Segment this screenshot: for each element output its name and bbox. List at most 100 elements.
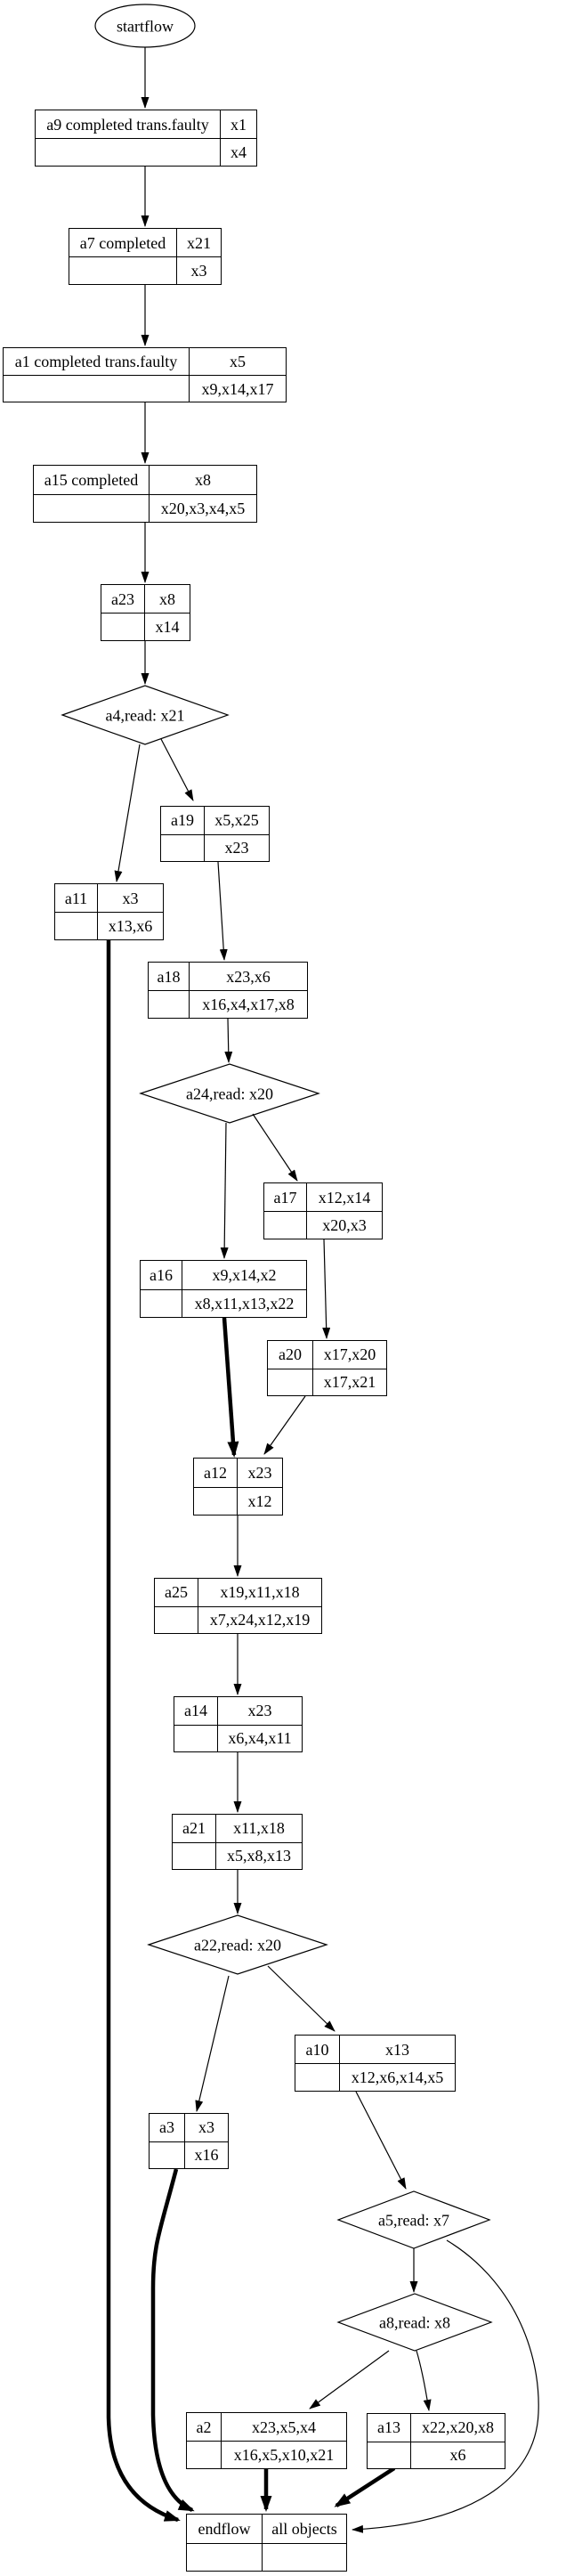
edge-a5-endflow [352, 2239, 539, 2533]
node-writes: x5,x8,x13 [215, 1841, 302, 1869]
node-a9: a9 completed trans.faulty x1 x4 [35, 110, 257, 167]
node-empty-cell [264, 1211, 306, 1239]
node-label: a23 [111, 589, 134, 608]
node-writes: x3 [176, 256, 221, 284]
node-empty-cell [187, 2441, 221, 2468]
edge-a13-endflow [334, 2466, 396, 2507]
edge-a11-endflow [106, 940, 181, 2523]
node-empty-cell [34, 493, 149, 523]
node-empty-cell [69, 256, 176, 284]
node-a16: a16 x9,x14,x2 x8,x11,x13,x22 [140, 1260, 307, 1318]
node-a15: a15 completed x8 x20,x3,x4,x5 [33, 465, 257, 523]
decision-a8-shape [336, 2293, 493, 2352]
node-reads: x17,x20 [312, 1341, 386, 1369]
node-label: a25 [165, 1583, 188, 1602]
node-writes: x20,x3,x4,x5 [149, 493, 256, 522]
node-empty-cell [174, 1724, 217, 1752]
node-writes: x12 [237, 1486, 282, 1515]
node-label: a13 [377, 2418, 400, 2437]
node-reads: x3 [184, 2114, 228, 2141]
edge-a19-a18 [217, 861, 228, 961]
node-a21: a21 x11,x18 x5,x8,x13 [172, 1814, 303, 1870]
node-a14: a14 x23 x6,x4,x11 [174, 1696, 303, 1752]
node-reads: x11,x18 [215, 1815, 302, 1842]
node-a7: a7 completed x21 x3 [69, 228, 222, 285]
node-a19: a19 x5,x25 x23 [160, 806, 270, 862]
node-empty-cell [150, 2141, 184, 2169]
decision-a24-shape [139, 1063, 320, 1124]
node-writes: x8,x11,x13,x22 [182, 1288, 306, 1317]
node-empty-cell [173, 1841, 215, 1870]
edge-a4-a19 [160, 738, 194, 801]
endflow-objects: all objects [262, 2515, 346, 2543]
node-empty-cell [268, 1368, 312, 1396]
node-reads: x22,x20,x8 [410, 2414, 505, 2442]
node-reads: x13 [339, 2036, 455, 2063]
node-writes: x9,x14,x17 [189, 375, 286, 402]
node-writes: x13,x6 [97, 912, 163, 939]
node-label: a2 [196, 2418, 212, 2436]
node-reads: x8 [149, 466, 256, 494]
node-label: a9 completed trans.faulty [46, 115, 209, 134]
node-a25: a25 x19,x11,x18 x7,x24,x12,x19 [154, 1578, 322, 1634]
node-a23: a23 x8 x14 [101, 584, 190, 641]
node-writes: x16,x4,x17,x8 [189, 990, 307, 1018]
node-empty-cell [262, 2542, 346, 2571]
node-reads: x5,x25 [204, 807, 269, 834]
node-writes: x6,x4,x11 [217, 1724, 302, 1751]
node-reads: x23,x6 [189, 963, 307, 990]
node-reads: x12,x14 [306, 1183, 382, 1211]
node-endflow: endflow all objects [186, 2514, 347, 2572]
node-reads: x9,x14,x2 [182, 1261, 306, 1289]
edge-a16-a12 [222, 1317, 239, 1458]
node-a11: a11 x3 x13,x6 [54, 883, 164, 940]
node-empty-cell [4, 375, 189, 402]
node-label: a21 [182, 1819, 206, 1838]
node-reads: x23,x5,x4 [221, 2413, 346, 2441]
node-reads: x19,x11,x18 [198, 1579, 321, 1606]
node-label: a19 [171, 811, 194, 830]
node-empty-cell [194, 1486, 237, 1516]
node-a1: a1 completed trans.faulty x5 x9,x14,x17 [3, 347, 287, 402]
node-empty-cell [155, 1605, 198, 1634]
node-a12: a12 x23 x12 [193, 1458, 283, 1516]
edge-a22-a10 [267, 1965, 336, 2032]
node-writes: x12,x6,x14,x5 [339, 2063, 455, 2091]
node-empty-cell [101, 613, 144, 640]
decision-a8-label: a8,read: x8 [379, 2313, 450, 2332]
edge-a17-a20 [322, 1239, 331, 1339]
node-a10: a10 x13 x12,x6,x14,x5 [295, 2035, 456, 2092]
node-empty-cell [187, 2542, 262, 2572]
decision-a4-shape [61, 685, 230, 745]
node-writes: x16 [184, 2141, 228, 2168]
decision-a22-shape [147, 1914, 328, 1975]
decision-a5-label: a5,read: x7 [378, 2211, 449, 2230]
node-label: a16 [150, 1265, 173, 1284]
edge-a18-a24 [224, 1018, 233, 1063]
node-empty-cell [368, 2441, 410, 2469]
node-a18: a18 x23,x6 x16,x4,x17,x8 [148, 962, 308, 1019]
node-label: a3 [159, 2118, 174, 2137]
decision-a5-shape [336, 2190, 491, 2249]
edge-a20-a12 [263, 1395, 306, 1455]
node-a13: a13 x22,x20,x8 x6 [367, 2413, 505, 2469]
edge-a8-a13 [416, 2350, 432, 2411]
decision-a4-label: a4,read: x21 [105, 706, 185, 725]
node-writes: x14 [144, 613, 190, 640]
decision-a24-label: a24,read: x20 [186, 1085, 273, 1103]
endflow-label: endflow [198, 2519, 251, 2538]
node-empty-cell [149, 990, 189, 1018]
node-label: a14 [184, 1702, 207, 1720]
node-writes: x4 [220, 138, 256, 166]
node-reads: x23 [237, 1459, 282, 1487]
node-label: a15 completed [44, 470, 139, 489]
node-reads: x8 [144, 585, 190, 613]
node-reads: x23 [217, 1697, 302, 1725]
node-label: a20 [279, 1345, 302, 1364]
node-label: a10 [305, 2040, 329, 2059]
edge-a24-a16 [220, 1122, 229, 1259]
node-a17: a17 x12,x14 x20,x3 [263, 1182, 383, 1239]
node-writes: x7,x24,x12,x19 [198, 1605, 321, 1633]
